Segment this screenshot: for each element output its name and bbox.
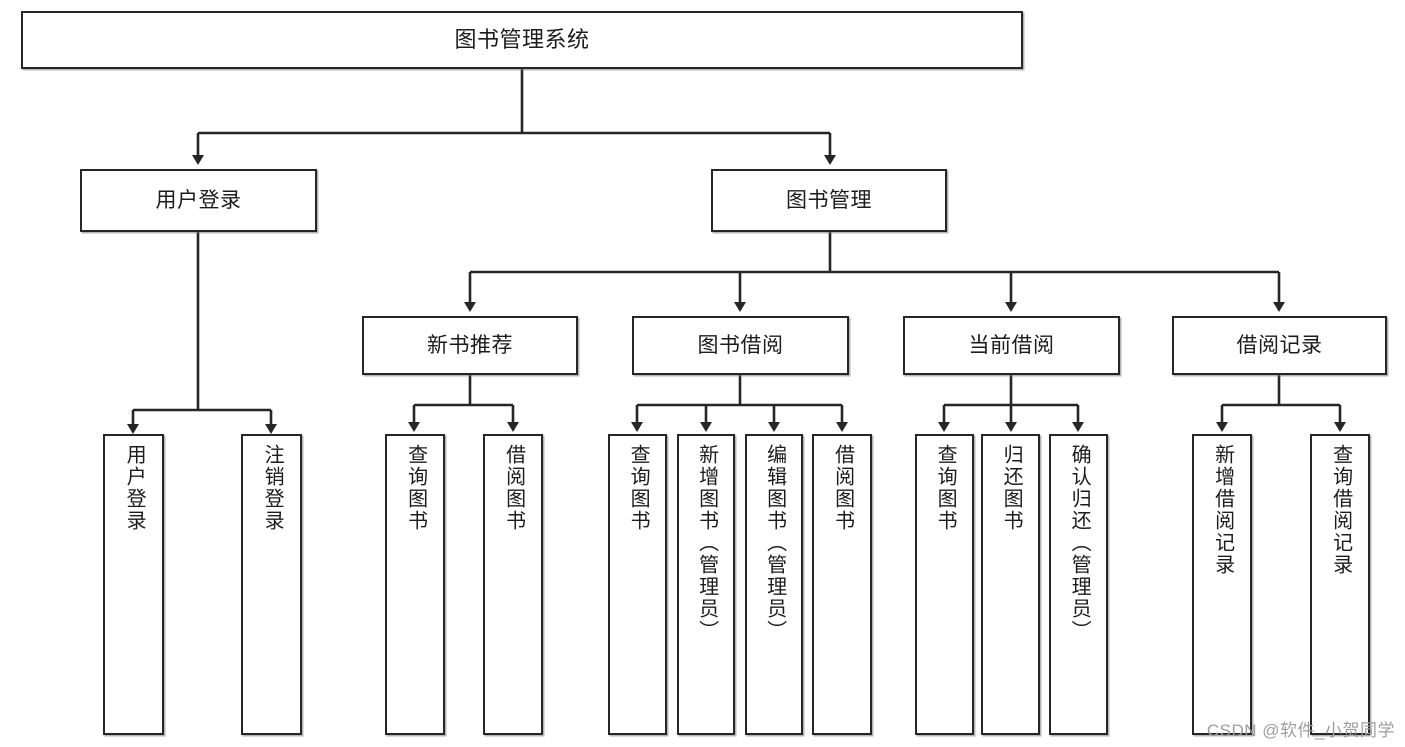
- leaf-logout-label: 注销登录: [261, 444, 284, 532]
- leaf-query-book-borrow[interactable]: 查询图书: [608, 434, 667, 735]
- leaf-query-borrow-record[interactable]: 查询借阅记录: [1310, 434, 1370, 735]
- leaf-query-book-recommend[interactable]: 查询图书: [385, 434, 445, 735]
- leaf-query-book-borrow-label: 查询图书: [627, 444, 650, 532]
- node-borrow-records[interactable]: 借阅记录: [1172, 316, 1387, 375]
- leaf-add-borrow-record-label: 新增借阅记录: [1211, 444, 1234, 576]
- leaf-borrow-book-recommend-label: 借阅图书: [502, 444, 525, 532]
- leaf-add-borrow-record[interactable]: 新增借阅记录: [1192, 434, 1252, 735]
- leaf-confirm-return-admin[interactable]: 确认归还（管理员）: [1049, 434, 1108, 735]
- leaf-add-book-admin-label: 新增图书（管理员）: [695, 444, 718, 642]
- node-current-borrow[interactable]: 当前借阅: [903, 316, 1120, 375]
- leaf-user-login-label: 用户登录: [123, 444, 146, 532]
- leaf-confirm-return-admin-label: 确认归还（管理员）: [1068, 444, 1091, 642]
- leaf-return-book-label: 归还图书: [1000, 444, 1023, 532]
- leaf-return-book[interactable]: 归还图书: [981, 434, 1040, 735]
- node-user-login[interactable]: 用户登录: [80, 169, 317, 232]
- node-book-borrow[interactable]: 图书借阅: [632, 316, 849, 375]
- csdn-watermark: CSDN @软件_小贺同学: [1206, 721, 1395, 740]
- leaf-edit-book-admin[interactable]: 编辑图书（管理员）: [745, 434, 803, 735]
- leaf-query-book-current[interactable]: 查询图书: [915, 434, 974, 735]
- node-new-book-recommend-label: 新书推荐: [427, 333, 513, 357]
- leaf-borrow-book[interactable]: 借阅图书: [812, 434, 872, 735]
- leaf-add-book-admin[interactable]: 新增图书（管理员）: [677, 434, 735, 735]
- node-root[interactable]: 图书管理系统: [21, 11, 1023, 69]
- node-user-login-label: 用户登录: [155, 188, 242, 212]
- leaf-borrow-book-label: 借阅图书: [831, 444, 854, 532]
- node-borrow-records-label: 借阅记录: [1236, 333, 1323, 357]
- leaf-user-login[interactable]: 用户登录: [103, 434, 164, 735]
- leaf-query-book-current-label: 查询图书: [934, 444, 957, 532]
- node-new-book-recommend[interactable]: 新书推荐: [362, 316, 578, 375]
- node-book-management[interactable]: 图书管理: [711, 169, 947, 232]
- node-book-management-label: 图书管理: [786, 188, 872, 212]
- node-root-label: 图书管理系统: [454, 26, 590, 52]
- node-book-borrow-label: 图书借阅: [697, 333, 784, 357]
- leaf-edit-book-admin-label: 编辑图书（管理员）: [763, 444, 786, 642]
- node-current-borrow-label: 当前借阅: [968, 333, 1055, 357]
- leaf-query-borrow-record-label: 查询借阅记录: [1329, 444, 1352, 576]
- leaf-query-book-recommend-label: 查询图书: [404, 444, 427, 532]
- leaf-borrow-book-recommend[interactable]: 借阅图书: [483, 434, 543, 735]
- leaf-logout[interactable]: 注销登录: [241, 434, 302, 735]
